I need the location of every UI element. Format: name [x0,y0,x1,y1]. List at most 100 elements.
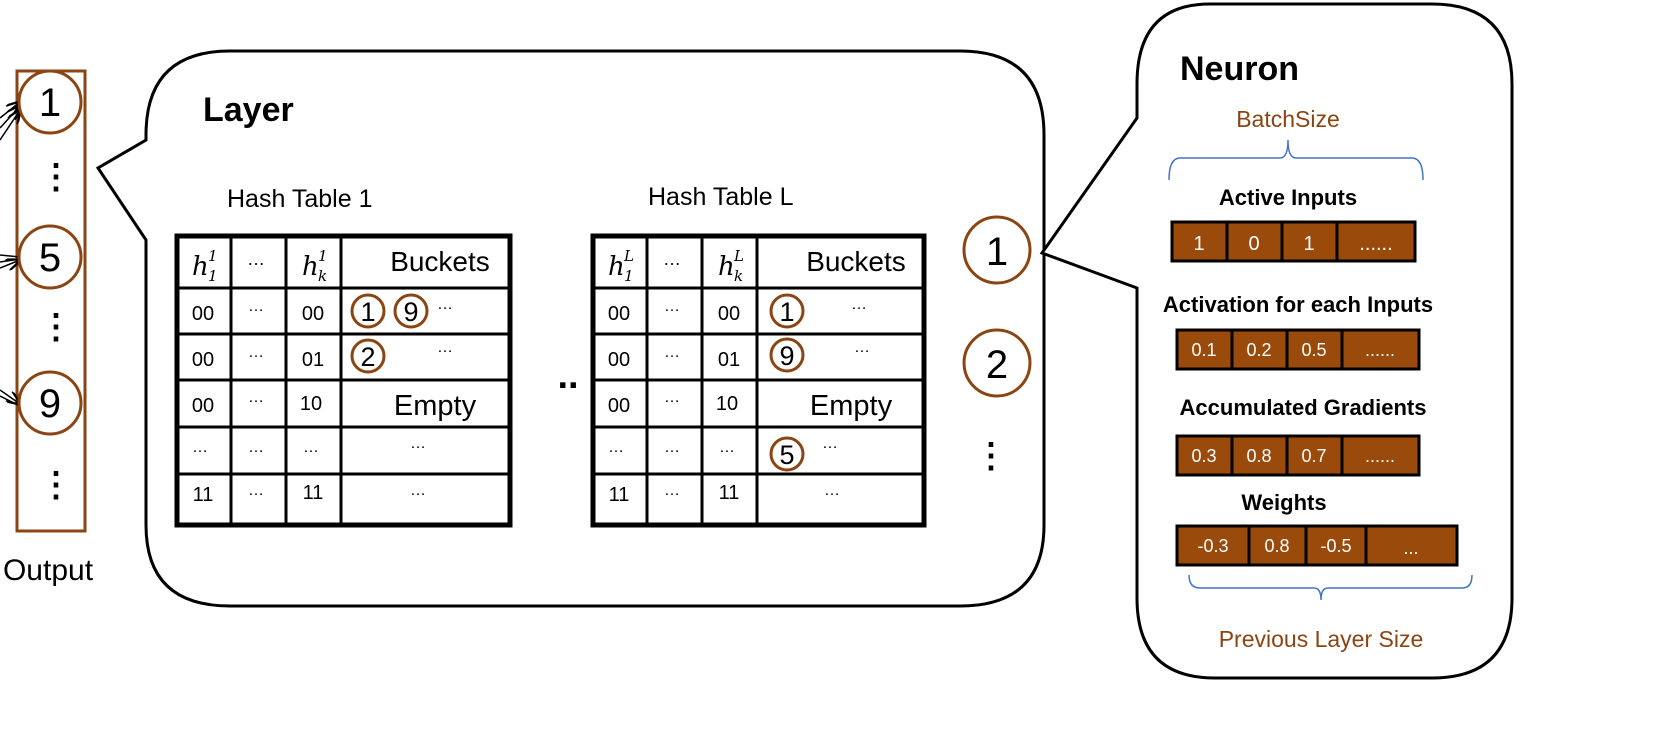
bucket-empty: Empty [394,390,477,422]
cell: … [303,439,319,456]
bucket-node: 5 [779,440,794,470]
hash-sub: k [734,267,743,285]
table-row: 00 … 01 9 … [608,337,870,373]
array-cell: 0.8 [1246,446,1271,466]
hash-sup: L [623,247,634,265]
activation-label: Activation for each Inputs [1163,292,1433,317]
cell: … [192,439,208,456]
hash-sup: L [733,247,744,265]
output-node: 9 [17,370,83,436]
neuron-callout: Neuron BatchSize Active Inputs 1 0 1 ...… [1039,2,1514,680]
neuron-title: Neuron [1180,50,1299,88]
cell: … [664,482,680,499]
batchsize-brace [1168,139,1424,181]
cell: 10 [300,393,322,415]
hash-function-last: h [302,252,319,282]
cell: … [248,389,264,406]
bucket-node: 2 [360,342,375,372]
table-header: h L 1 … h L k Buckets [608,246,906,285]
hash-sub: 1 [624,267,634,285]
table-row: 11 … 11 … [609,482,840,506]
output-column: 1 ⋮ 5 ⋮ 9 ⋮ Output [0,69,94,587]
array-cell: ...... [1359,233,1392,255]
table-row: 00 … 01 2 … [192,338,453,374]
output-dots: ⋮ [39,158,73,196]
cell: … [248,439,264,456]
bucket-node: 9 [779,341,794,371]
hash-function-last: h [718,252,735,282]
hash-sub: k [318,267,327,285]
bucket-empty: Empty [810,390,893,422]
cell: 00 [718,303,740,325]
layer-callout: Layer Hash Table 1 Hash Table L .. h 1 1 [95,49,1046,608]
array-cell: 0.5 [1301,340,1326,360]
hash-sup: 1 [208,247,218,265]
output-node: 5 [17,224,83,290]
gradients-array: 0.3 0.8 0.7 ...... [1175,434,1421,477]
header-ellipsis: … [247,249,265,269]
bucket-text: … [437,296,453,313]
hash-table-caption: Hash Table 1 [227,185,372,213]
hash-table-caption: Hash Table L [648,183,794,211]
cell: … [248,482,264,499]
array-cell: ... [1403,538,1418,558]
array-cell: -0.5 [1320,536,1351,556]
bucket-text: … [822,435,838,452]
buckets-header: Buckets [806,246,906,277]
batchsize-label: BatchSize [1236,106,1340,132]
bucket-node: 1 [779,297,794,327]
active-inputs-label: Active Inputs [1219,185,1357,210]
layer-neuron: 2 [962,328,1032,398]
cell: 11 [193,484,214,506]
activation-array: 0.1 0.2 0.5 ...... [1175,328,1421,371]
bucket-text: … [437,339,453,356]
bucket-text: … [410,435,426,452]
table-row: 11 … 11 … [193,482,426,506]
array-cell: ...... [1365,340,1395,360]
buckets-header: Buckets [390,246,490,277]
array-cell: 0.1 [1191,340,1216,360]
layer-neuron: 1 [962,215,1032,285]
output-node: 1 [17,69,83,135]
previous-layer-brace [1188,574,1473,601]
table-row: 00 … 00 1 9 … [192,293,453,329]
hash-table-1: h 1 1 … h 1 k Buckets 00 … 00 1 9 … [174,233,513,528]
gradients-label: Accumulated Gradients [1180,395,1427,420]
array-cell: 0.7 [1301,446,1326,466]
weights-label: Weights [1241,490,1326,515]
cell: 11 [609,484,630,506]
layer-neuron-label: 1 [986,230,1008,274]
array-cell: 1 [1303,233,1314,255]
array-cell: 0.2 [1246,340,1271,360]
cell: … [248,298,264,315]
table-row: … … … 5 … [608,435,838,472]
array-cell: 0.8 [1264,536,1289,556]
table-row: … … … … [192,435,426,456]
bucket-text: … [410,482,426,499]
tables-ellipsis: .. [557,355,578,397]
array-cell: ...... [1365,446,1395,466]
cell: … [664,389,680,406]
bucket-text: … [854,339,870,356]
cell: 00 [192,303,214,325]
output-node-label: 5 [39,236,61,280]
cell: 11 [719,482,740,504]
array-cell: 0.3 [1191,446,1216,466]
layer-title: Layer [203,91,294,129]
bucket-node: 9 [403,297,418,327]
hash-function-first: h [192,252,209,282]
cell: … [664,439,680,456]
hash-sub: 1 [208,267,218,285]
previous-layer-label: Previous Layer Size [1219,626,1424,652]
table-row: 00 … 00 1 … [608,293,867,329]
hash-function-first: h [608,252,625,282]
cell: … [719,439,735,456]
output-dots: ⋮ [39,308,73,346]
bucket-text: … [824,482,840,499]
layer-neuron-dots: ⋮ [974,437,1008,475]
active-inputs-array: 1 0 1 ...... [1170,220,1417,263]
output-node-label: 9 [39,382,61,426]
layer-neuron-label: 2 [986,343,1008,387]
cell: … [664,344,680,361]
